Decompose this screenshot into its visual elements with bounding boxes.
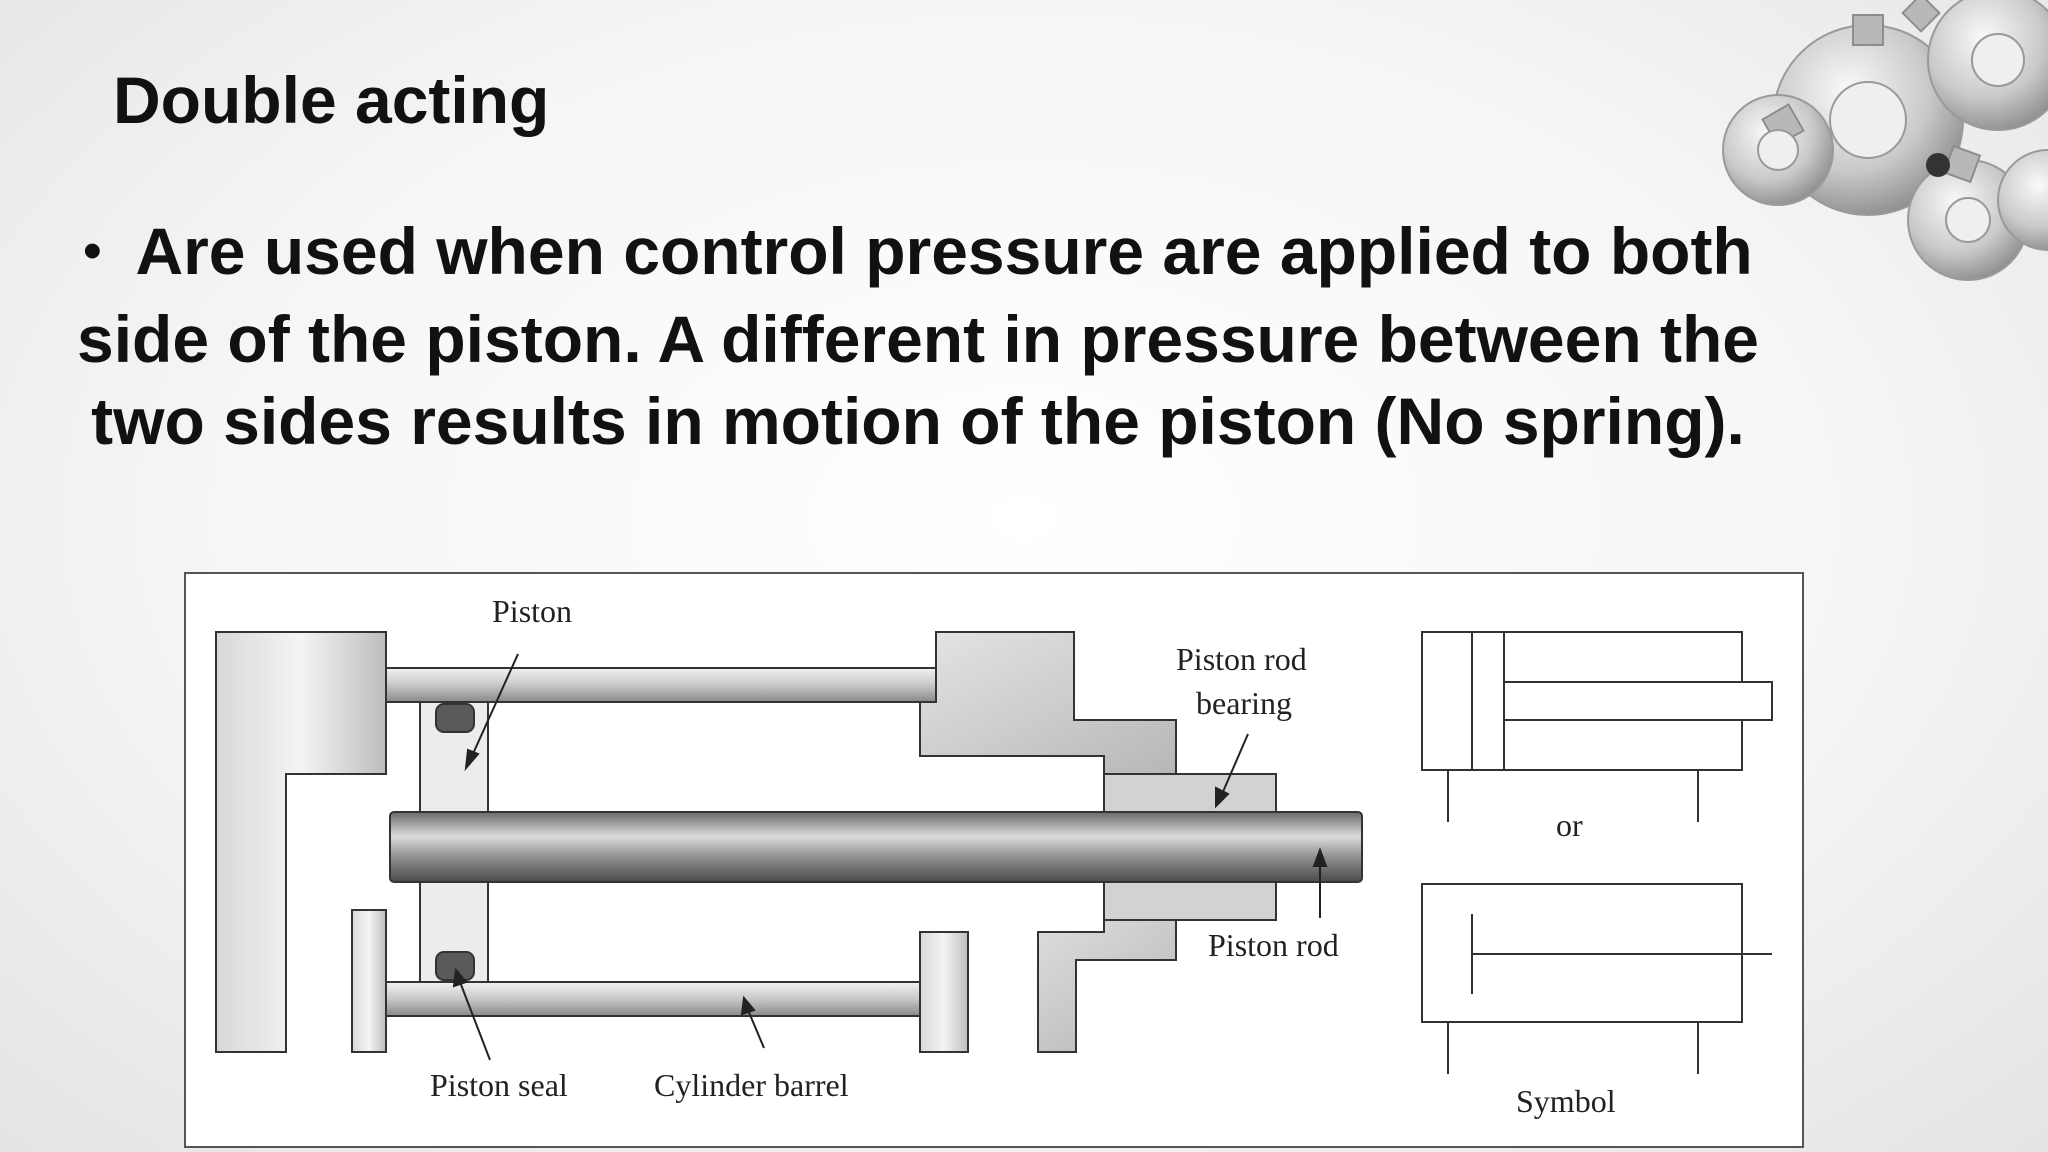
double-acting-cylinder-figure: Piston Piston rod bearing Piston rod Pis… (184, 572, 1804, 1148)
piston-rod (389, 811, 1363, 883)
label-piston-seal: Piston seal (430, 1067, 568, 1103)
label-symbol: Symbol (1516, 1083, 1616, 1119)
cylinder-barrel-leader (747, 1009, 765, 1049)
symbol-bottom (1421, 883, 1772, 1074)
piston-seal-leader (459, 981, 491, 1061)
symbol-top (1421, 631, 1773, 822)
label-piston-rod-bearing-1: Piston rod (1176, 641, 1307, 677)
piston-leader (471, 653, 519, 757)
label-piston-rod: Piston rod (1208, 927, 1339, 963)
label-piston: Piston (492, 593, 572, 629)
label-cylinder-barrel: Cylinder barrel (654, 1067, 849, 1103)
piston-arrow-icon (464, 748, 480, 772)
cylinder-barrel-arrow-icon (740, 995, 756, 1016)
cylinder-diagram: Piston Piston rod bearing Piston rod Pis… (215, 593, 1773, 1119)
piston-seal-arrow-icon (452, 967, 468, 988)
label-piston-rod-bearing-2: bearing (1196, 685, 1292, 721)
bullet-text: Are used when control pressure are appli… (76, 214, 1759, 458)
cap-lower-block (351, 909, 387, 1053)
cap-end (215, 631, 387, 1053)
cylinder-barrel-bottom (385, 981, 937, 1017)
piston-rod-bearing-bottom (1103, 881, 1277, 921)
piston-rod-bearing-top (1103, 773, 1277, 813)
label-or: or (1556, 807, 1583, 843)
bearing-leader (1221, 733, 1249, 795)
piston-rod-arrow-icon (1312, 847, 1328, 867)
cylinder-barrel-top (385, 667, 937, 703)
bullet-dot-icon: • (83, 222, 102, 280)
bullet-item: •Are used when control pressure are appl… (38, 210, 1798, 462)
bearing-arrow-icon (1215, 786, 1230, 809)
gears-decoration (1722, 0, 2048, 281)
piston-seal-top (435, 703, 475, 733)
slide-title: Double acting (113, 63, 550, 137)
rod-end-flange-lower (919, 931, 969, 1053)
